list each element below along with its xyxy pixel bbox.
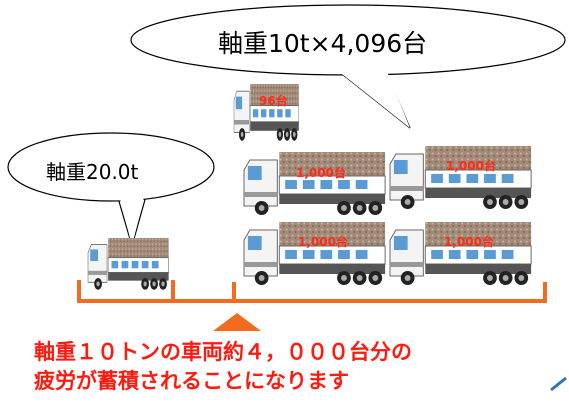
truck-row1-right — [389, 145, 532, 210]
balance-scale — [77, 280, 547, 331]
top-speech-bubble — [130, 4, 566, 129]
corner-mark — [550, 376, 567, 392]
truck-row1-left — [243, 151, 386, 216]
left-speech-bubble — [7, 132, 215, 249]
caption: 軸重１０トンの車両約４，０００台分の 疲労が蓄積されることになります — [34, 338, 564, 396]
truck-label-row2-right: 1,000台 — [444, 235, 494, 249]
truck-row2-left — [243, 221, 386, 286]
caption-line-1: 軸重１０トンの車両約４，０００台分の — [34, 340, 412, 364]
truck-label-row1-left: 1,000台 — [296, 166, 346, 180]
bubble-left-text: 軸重20.0t — [46, 160, 139, 184]
fulcrum-triangle — [213, 313, 261, 331]
truck-row2-right — [389, 221, 532, 286]
truck-label-row1-right: 1,000台 — [446, 159, 496, 173]
bubble-top-text: 軸重10t×4,096台 — [218, 29, 428, 58]
truck-label-row2-left: 1,000台 — [298, 235, 348, 249]
truck-label-small: 96台 — [259, 94, 288, 108]
caption-line-2: 疲労が蓄積されることになります — [34, 369, 349, 393]
truck-left — [87, 237, 170, 291]
